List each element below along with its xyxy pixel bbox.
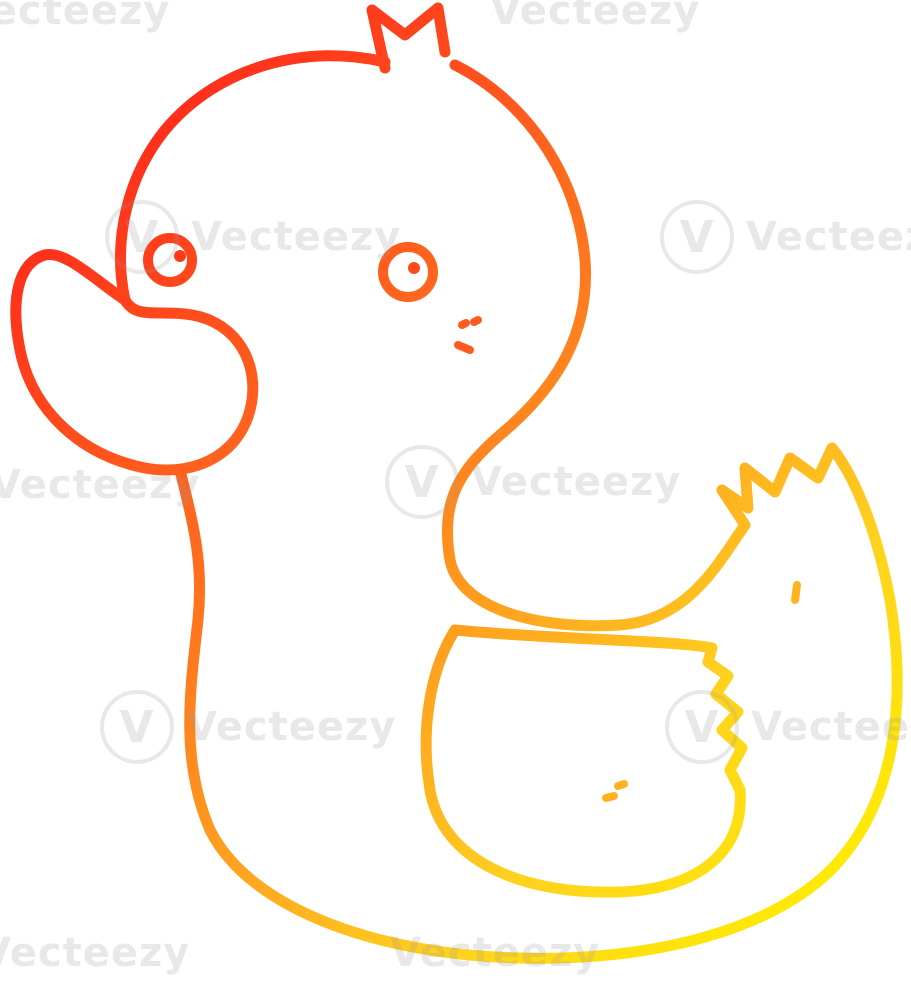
left-eye-icon — [143, 233, 197, 287]
duck-bill — [10, 249, 259, 476]
right-pupil — [408, 262, 420, 274]
duck-crest — [366, 2, 451, 74]
duck-body-outline — [115, 50, 903, 964]
duck-cheek-marks — [454, 316, 482, 354]
duck-detail-marks — [602, 581, 801, 802]
left-pupil — [174, 250, 186, 262]
right-eye-icon — [378, 242, 438, 302]
duck-wing — [420, 624, 748, 898]
duck-eyes — [143, 233, 438, 302]
